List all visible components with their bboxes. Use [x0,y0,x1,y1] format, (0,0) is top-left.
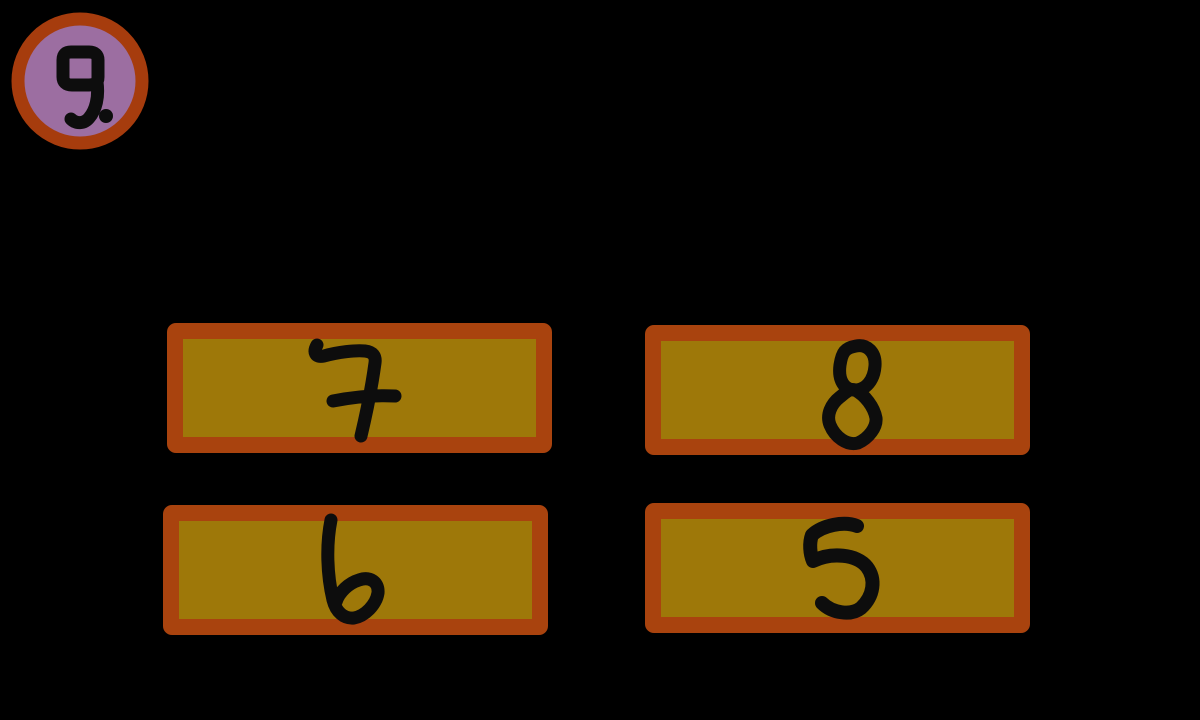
handwritten-digit [308,338,402,443]
answer-option-box[interactable] [167,323,552,453]
answer-option-box[interactable] [163,505,548,635]
handwritten-digit [803,516,880,620]
answer-option-box[interactable] [645,503,1030,633]
question-number-text [56,45,113,130]
handwritten-digit [822,339,883,451]
question-number-badge [11,12,149,150]
handwritten-digit [321,513,385,625]
answer-option-box[interactable] [645,325,1030,455]
